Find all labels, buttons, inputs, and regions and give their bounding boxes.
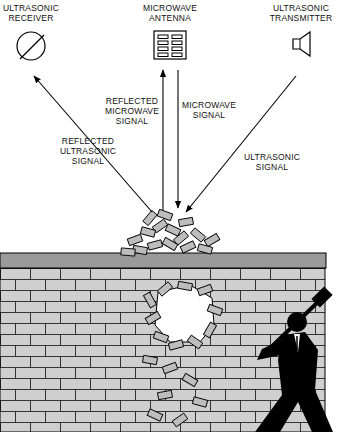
signal-arrows bbox=[34, 70, 296, 212]
device-node: MICROWAVE ANTENNA bbox=[138, 3, 202, 61]
transmitter-symbol bbox=[284, 29, 318, 59]
signal-label: ULTRASONIC SIGNAL bbox=[240, 152, 304, 172]
falling-bricks bbox=[142, 281, 222, 427]
wall-cap bbox=[0, 253, 326, 268]
man-silhouette bbox=[255, 286, 333, 432]
receiver-symbol bbox=[14, 29, 48, 63]
device-icon bbox=[0, 29, 62, 63]
device-label: ULTRASONIC RECEIVER bbox=[0, 3, 62, 23]
brick-pile bbox=[121, 209, 220, 256]
device-node: ULTRASONIC RECEIVER bbox=[0, 3, 62, 63]
antenna-symbol bbox=[152, 29, 188, 61]
device-node: ULTRASONIC TRANSMITTER bbox=[262, 3, 340, 59]
device-icon bbox=[262, 29, 340, 59]
device-icon bbox=[138, 29, 202, 61]
signal-label: REFLECTED MICROWAVE SIGNAL bbox=[104, 96, 160, 126]
device-label: ULTRASONIC TRANSMITTER bbox=[262, 3, 340, 23]
signal-label: REFLECTED ULTRASONIC SIGNAL bbox=[60, 136, 116, 166]
device-label: MICROWAVE ANTENNA bbox=[138, 3, 202, 23]
signal-label: MICROWAVE SIGNAL bbox=[181, 100, 237, 120]
